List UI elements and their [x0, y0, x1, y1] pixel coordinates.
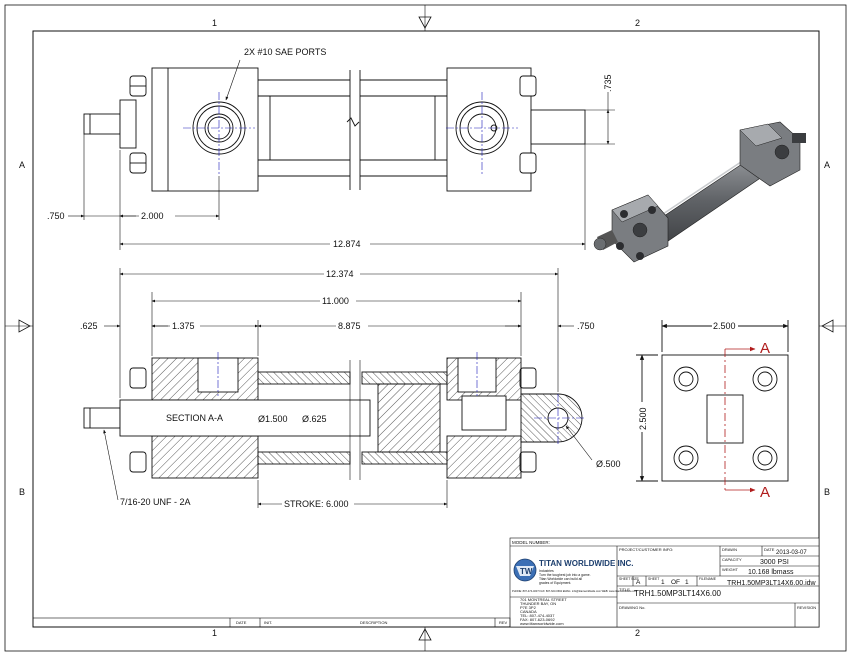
company-name: TITAN WORLDWIDE INC.	[539, 559, 634, 568]
end-dim-bg	[712, 320, 738, 332]
of-label: OF	[671, 579, 680, 586]
rev-description-header: DESCRIPTION	[360, 620, 387, 625]
section-marker-bottom: A	[760, 484, 770, 501]
dim-8875: 8.875	[338, 321, 361, 331]
dim-2000-bg	[139, 210, 175, 222]
company-tagline-4: grades of Equipment.	[539, 581, 571, 585]
rev-date-header: DATE	[236, 620, 247, 625]
title-value: TRH1.50MP3LT14X6.00	[634, 589, 722, 598]
weight-value: 10.168 lbmass	[748, 569, 794, 576]
project-label: PROJECT/CUSTOMER INFO:	[619, 547, 673, 552]
dim-750-right: .750	[577, 321, 595, 331]
company-tagline-2: Turn the toughest job into a game.	[539, 573, 591, 577]
revision-label: REVISION	[797, 605, 816, 610]
dim-12374-bg	[324, 268, 360, 280]
dim-12374: 12.374	[326, 269, 354, 279]
dim-735: .735	[603, 74, 613, 92]
center-mark-left-icon	[18, 319, 31, 333]
bore-diameter: Ø1.500	[258, 414, 288, 424]
title-label: TITLE	[619, 587, 630, 592]
zone-col-1-top: 1	[212, 18, 217, 28]
of-value: 1	[685, 579, 689, 586]
zone-col-2-bottom: 2	[635, 628, 640, 638]
zone-row-b-left: B	[19, 487, 25, 497]
zone-row-a-left: A	[19, 160, 25, 170]
weight-label: WEIGHT	[722, 567, 739, 572]
section-label: SECTION A-A	[166, 413, 223, 423]
address-line-6: FAX: 807-623-0692	[520, 617, 555, 622]
dim-750-top: .750	[47, 211, 65, 221]
dim-12874: 12.874	[333, 239, 361, 249]
dim-11000: 11.000	[322, 296, 349, 306]
dim-1375: 1.375	[172, 321, 195, 331]
zone-col-1-bottom: 1	[212, 628, 217, 638]
sheet-size-label: SHEET SIZE	[619, 577, 639, 581]
rev-init-header: INIT.	[264, 620, 272, 625]
sheet-value: 1	[661, 579, 665, 586]
zone-col-2-top: 2	[635, 18, 640, 28]
inner-border	[32, 30, 820, 628]
date-label: DATE	[764, 547, 775, 552]
dim-stroke-bg	[282, 498, 354, 510]
cylinder-isometric-render	[593, 121, 806, 263]
address-line-7: www.titanworldwide.com	[520, 621, 564, 626]
dim-11000-bg	[320, 295, 356, 307]
section-view	[83, 352, 584, 480]
end-view-width: 2.500	[713, 321, 736, 331]
drawn-label: DRAWN	[722, 547, 737, 552]
stroke-callout: STROKE: 6.000	[284, 499, 349, 509]
address-line-3: P7E 3P2	[520, 605, 537, 610]
rod-diameter: Ø.625	[302, 414, 327, 424]
address-line-5: TEL: 807-474-4037	[520, 613, 555, 618]
svg-text:TW: TW	[520, 567, 533, 576]
company-contact-strip: PHONE: 807-474-4037 FAX: 807-623-0692 EM…	[512, 589, 637, 593]
company-tagline-1: Industries	[539, 569, 554, 573]
company-logo: TW	[513, 558, 537, 582]
dim-1375-bg	[170, 320, 200, 332]
model-number-label: MODEL NUMBER:	[512, 540, 550, 545]
pin-diameter: Ø.500	[596, 459, 621, 469]
top-view	[83, 67, 586, 192]
sheet-size-value: A	[636, 579, 641, 586]
address-line-2: THUNDER BAY, ON	[520, 601, 556, 606]
filename-value: TRH1.50MP3LT14X6.00.idw	[727, 580, 817, 587]
rev-header: REV	[499, 620, 508, 625]
center-mark-top-icon	[418, 16, 432, 29]
sheet-label: SHEET	[648, 577, 659, 581]
center-mark-right-icon	[821, 319, 834, 333]
dim-8875-bg	[336, 320, 368, 332]
capacity-value: 3000 PSI	[760, 559, 789, 566]
drawing-no-label: DRAWING No.	[619, 605, 646, 610]
title-block	[32, 537, 820, 628]
address-line-1: 701 MONTREAL STREET	[520, 597, 567, 602]
address-line-4: CANADA	[520, 609, 537, 614]
filename-label: FILENAME	[699, 577, 717, 581]
outer-border	[4, 4, 847, 652]
end-dim-v-bg	[636, 402, 648, 432]
port-callout: 2X #10 SAE PORTS	[244, 47, 326, 57]
end-view-height: 2.500	[638, 407, 648, 430]
zone-row-b-right: B	[824, 487, 830, 497]
section-marker-top: A	[760, 340, 770, 357]
dim-2000: 2.000	[141, 211, 164, 221]
center-mark-bottom-icon	[418, 628, 432, 641]
dim-12874-bg	[330, 238, 370, 250]
company-tagline-3: Titan Worldwide can build all	[539, 577, 582, 581]
dim-625-left: .625	[80, 321, 98, 331]
date-value: 2013-03-07	[776, 550, 807, 556]
capacity-label: CAPACITY	[722, 557, 742, 562]
zone-row-a-right: A	[824, 160, 830, 170]
thread-callout: 7/16-20 UNF - 2A	[120, 497, 191, 507]
zone-markers: 1 2 1 2 A A B B	[5, 5, 846, 651]
section-label-bg	[164, 410, 230, 424]
